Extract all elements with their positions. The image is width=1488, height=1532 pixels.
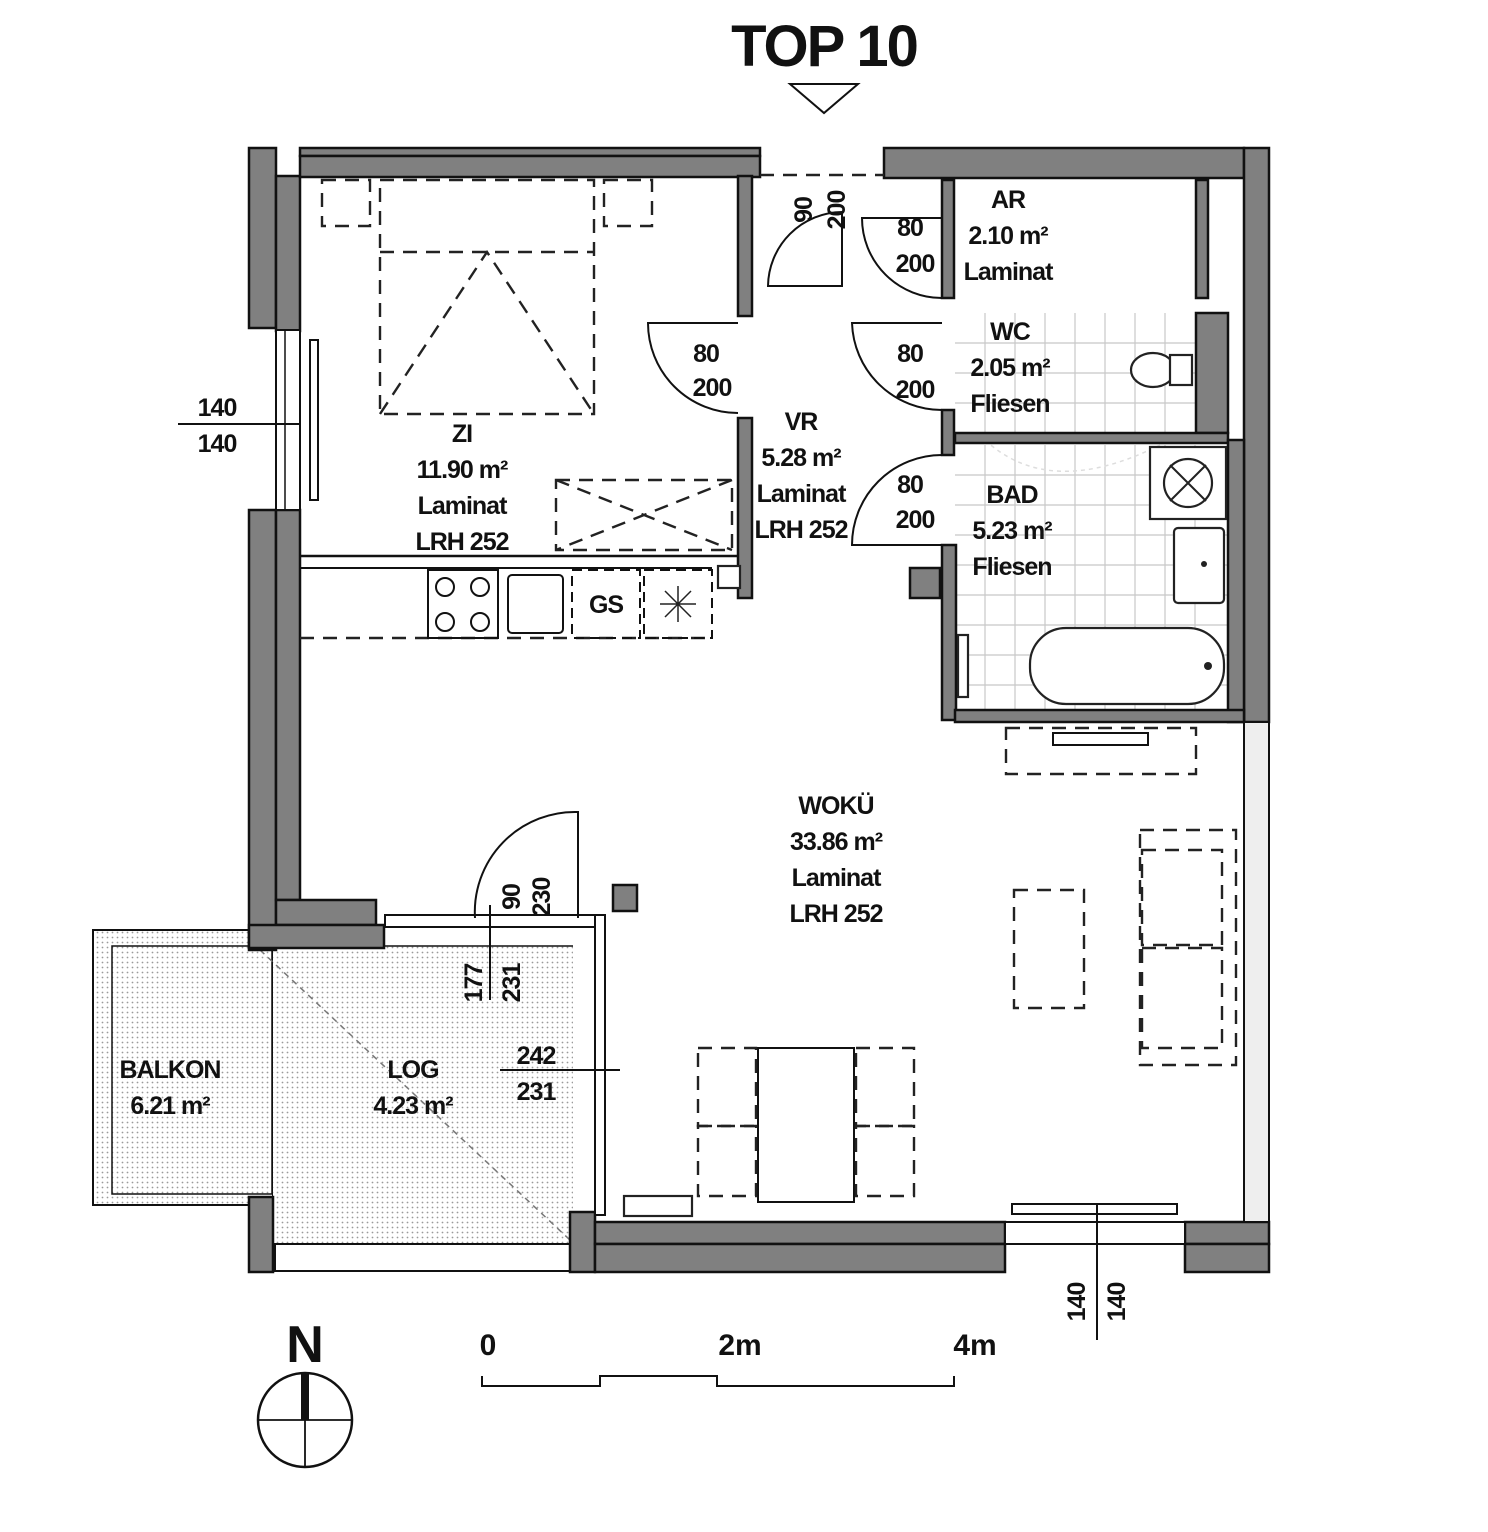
scale-bar: 0 2m 4m	[480, 1329, 997, 1387]
room-label-wc-1: 2.05 m²	[970, 354, 1050, 382]
dim-doors-ar-1: 200	[896, 250, 935, 278]
kitchen-appliance-label: GS	[589, 591, 623, 619]
room-label-wc-2: Fliesen	[970, 390, 1049, 418]
room-label-woku-1: 33.86 m²	[790, 828, 883, 856]
dim-doors-zi-0: 80	[693, 340, 719, 368]
room-label-ar-0: AR	[991, 186, 1026, 214]
dim-windows-west-0: 140	[198, 394, 237, 422]
room-label-balkon-1: 6.21 m²	[130, 1092, 210, 1120]
dim-doors-terrace-0: 90	[498, 884, 526, 910]
scale-label-0: 0	[480, 1329, 497, 1362]
dim-doors-entry-1: 200	[823, 191, 851, 230]
room-label-ar-1: 2.10 m²	[968, 222, 1048, 250]
room-label-bad-1: 5.23 m²	[972, 517, 1052, 545]
room-label-balkon-0: BALKON	[120, 1056, 221, 1084]
room-label-woku-3: LRH 252	[789, 900, 882, 928]
room-label-log-1: 4.23 m²	[373, 1092, 453, 1120]
dim-doors-wc-0: 80	[897, 340, 923, 368]
walls	[247, 146, 1271, 1274]
doors	[473, 173, 943, 1000]
room-label-zi-1: 11.90 m²	[417, 456, 508, 484]
dim-doors-wc-1: 200	[896, 376, 935, 404]
dim-windows-log_side-1: 231	[517, 1078, 557, 1106]
dim-doors-entry-0: 90	[790, 197, 818, 223]
dim-doors-bad-0: 80	[897, 471, 923, 499]
dim-doors-bad-1: 200	[896, 506, 935, 534]
room-label-woku-0: WOKÜ	[798, 791, 873, 820]
dim-windows-south-0: 140	[1063, 1283, 1091, 1322]
bedroom-furniture	[300, 178, 738, 558]
room-label-zi-3: LRH 252	[415, 528, 508, 556]
dim-doors-terrace-1: 230	[528, 878, 556, 917]
sanitary-fixtures	[956, 351, 1228, 706]
room-label-log-0: LOG	[387, 1056, 438, 1084]
dim-windows-log_top-0: 177	[460, 964, 488, 1003]
room-label-zi-2: Laminat	[418, 492, 509, 520]
dim-windows-south-1: 140	[1103, 1283, 1131, 1322]
dim-windows-west-1: 140	[198, 430, 237, 458]
plan-title: TOP 10	[731, 14, 917, 79]
scale-label-4m: 4m	[953, 1329, 996, 1362]
north-arrow-icon: N	[256, 1316, 354, 1469]
room-label-vr-2: Laminat	[757, 480, 848, 508]
room-label-bad-2: Fliesen	[972, 553, 1051, 581]
room-label-zi-0: ZI	[452, 420, 472, 448]
room-label-vr-1: 5.28 m²	[761, 444, 841, 472]
room-label-vr-0: VR	[785, 408, 819, 436]
room-label-bad-0: BAD	[986, 481, 1037, 509]
entrance-marker-icon	[787, 83, 861, 115]
living-furniture	[622, 726, 1238, 1218]
dim-windows-log_top-1: 231	[498, 963, 526, 1003]
kitchen-counter	[300, 564, 742, 640]
outdoor-area	[92, 929, 573, 1272]
scale-label-2m: 2m	[718, 1329, 761, 1362]
room-label-wc-0: WC	[990, 318, 1031, 346]
room-label-ar-2: Laminat	[964, 258, 1055, 286]
room-label-woku-2: Laminat	[792, 864, 883, 892]
room-label-vr-3: LRH 252	[754, 516, 847, 544]
dim-doors-zi-1: 200	[693, 374, 732, 402]
north-label: N	[286, 1316, 324, 1374]
dim-windows-log_side-0: 242	[517, 1042, 556, 1070]
dim-doors-ar-0: 80	[897, 214, 923, 242]
windows	[178, 329, 1270, 1340]
